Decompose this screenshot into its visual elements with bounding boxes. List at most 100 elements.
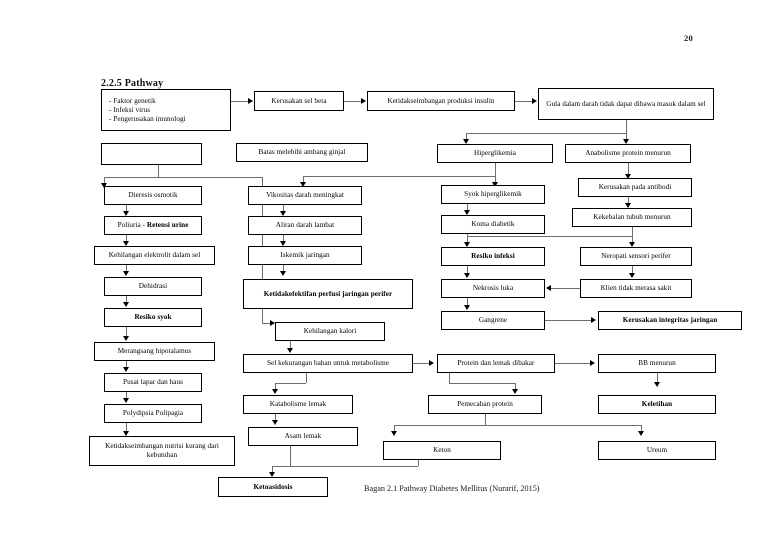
node-batas-ambang-ginjal: Batas melebihi ambang ginjal [236,143,368,162]
node-kehilangan-kalori: Kehilangan kalori [275,322,385,341]
connector-vikositas-down [283,205,284,214]
arrow-syok-to-koma [464,210,470,215]
node-aliran-darah-lambat: Aliran darah lambat [248,216,362,235]
connector-bb-down [657,373,658,385]
arrow-sel-to-katabolisme [272,389,278,394]
section-heading: 2.2.5 Pathway [101,78,164,89]
arrow-koma-to-resiko-infeksi [464,242,470,247]
connector-etiology-to-selbeta [231,101,251,102]
connector-polydipsia-down [126,423,127,435]
connector-gula-down [626,120,627,133]
node-ketidakseimbangan-nutrisi: Ketidakseimbangan nutrisi kurang dari ke… [89,436,235,466]
node-kerusakan-sel-beta: Kerusakan sel beta [254,91,344,111]
connector-resiko-syok-down [126,327,127,339]
node-diuresis-osmotik: Dieresis osmotik [104,186,202,205]
node-katabolisme-lemak: Katabolisme lemak [243,395,353,414]
connector-nekrosis-down [467,298,468,308]
poliuria-text: Poliuria - Retensi urine [118,221,189,230]
node-kerusakan-integritas: Kerusakan integritas jaringan [598,311,742,330]
connector-merge-to-ketoasidosis [272,466,273,474]
node-ketidakefektifan-perfusi: Ketidakefektifan perfusi jaringan perife… [243,279,413,309]
etiology-line-2: - Infeksi virus [109,105,151,114]
node-protein-lemak-dibakar: Protein dan lemak dibakar [437,354,555,373]
connector-kekebalan-across [467,236,632,237]
connector-insulin-to-gula [515,101,535,102]
connector-pemecahan-to-keton [394,425,395,434]
connector-elektrolit-down [126,265,127,274]
node-neropati-sensori: Neropati sensori perifer [580,247,692,266]
node-etiology: - Faktor genetik - Infeksi virus - Penge… [101,89,231,131]
connector-sel-down [306,373,307,383]
arrow-protein-to-pemecahan [512,389,518,394]
arrow-gula-to-hiper [463,139,469,144]
etiology-line-1: - Faktor genetik [109,96,156,105]
node-ureum: Ureum [598,441,716,460]
connector-hiper-down [495,163,496,176]
node-dehidrasi: Dehidrasi [104,277,202,296]
connector-protein-to-pemecahan [515,383,516,392]
arrow-klien-to-nekrosis [546,285,551,291]
arrow-gangrene-to-integritas [591,317,596,323]
node-poliuria-retensi: Poliuria - Retensi urine [104,216,202,235]
connector-aliran-down [283,235,284,244]
connector-asam-down [290,446,291,466]
connector-pemecahan-down [485,414,486,425]
arrow-poliuria-to-elektrolit [123,241,129,246]
connector-empty-down [158,165,159,177]
poliuria-prefix: Poliuria - [117,221,147,229]
connector-hipotalamus-down [126,361,127,370]
connector-pusat-down [126,392,127,401]
connector-gangrene-to-integritas [545,320,593,321]
arrow-hiper-to-syok [492,182,498,187]
connector-keton-down [418,460,419,466]
connector-iskemik-down [283,265,284,274]
node-pusat-lapar-haus: Pusat lapar dan haus [104,373,202,392]
arrow-etiology-to-selbeta [248,98,253,104]
node-gula-darah: Gula dalam darah tidak dapat dibawa masu… [538,88,714,120]
node-kehilangan-elektrolit: Kehilangan elektrolit dalam sel [94,246,215,265]
node-hiperglikemia: Hiperglikemia [437,144,553,163]
connector-klien-to-nekrosis [551,288,580,289]
node-asam-lemak: Asam lemak [248,427,358,446]
arrow-resiko-syok-to-hipotalamus [123,336,129,341]
node-empty-box [101,143,202,165]
connector-sel-to-protein [413,363,430,364]
connector-ketoasidosis-merge [272,466,418,467]
connector-antibodi-down [628,197,629,206]
connector-katabolisme-down [275,414,276,423]
arrow-merge-to-ketoasidosis [269,472,275,477]
connector-gula-split [466,133,626,134]
arrow-bb-to-keletihan [654,382,660,387]
connector-syok-down [467,204,468,213]
connector-anabolisme-down [628,163,629,177]
arrow-protein-to-bb [590,360,595,366]
arrow-resiko-infeksi-to-nekrosis [464,273,470,278]
arrow-gula-to-anabolisme [623,139,629,144]
node-ketoasidosis: Ketoasidosis [218,477,328,497]
connector-empty-to-kalori [262,323,274,324]
connector-protein-split [449,383,515,384]
node-syok-hiperglikemik: Syok hiperglikemik [441,185,545,204]
etiology-line-3: - Pengerusakan imunologi [109,114,186,123]
arrow-polydipsia-to-nutrisi [123,431,129,436]
arrow-pusat-to-polydipsia [123,398,129,403]
connector-gula-to-anabolisme [626,133,627,141]
arrow-neropati-to-klien [629,273,635,278]
node-kekebalan-tubuh: Kekebalan tubuh menurun [572,208,692,227]
node-merangsang-hipotalamus: Merangsang hipotalamus [94,342,215,361]
connector-kekebalan-to-neropati [632,236,633,244]
connector-hiper-to-syok [495,176,496,184]
node-keton: Keton [383,441,501,460]
arrow-pemecahan-to-keton [391,431,397,436]
connector-resiko-infeksi-down [467,266,468,276]
arrow-kalori-to-sel-kekurangan [287,348,293,353]
arrow-nekrosis-to-gangrene [464,305,470,310]
node-ketidakseimbangan-insulin: Ketidakseimbangan produksi insulin [367,91,515,111]
node-vikositas-darah: Vikositas darah meningkat [248,186,362,205]
arrow-anabolisme-to-antibodi [625,174,631,179]
connector-hiper-split [303,176,495,177]
node-bb-menurun: BB menurun [598,354,716,373]
node-polydipsia-polipagia: Polydipsia Polipagia [104,404,202,423]
node-klien-tidak-merasa-sakit: Klien tidak merasa sakit [580,279,692,298]
